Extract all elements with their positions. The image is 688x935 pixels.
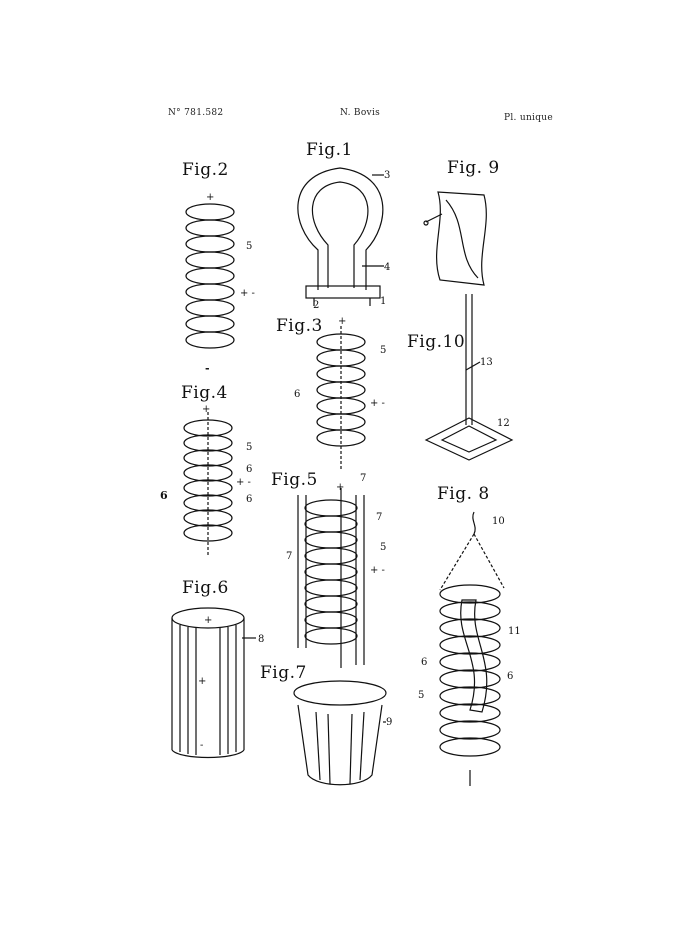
coil-turn <box>304 563 358 581</box>
fig10-ref-13: 13 <box>480 357 493 368</box>
fig10-ref-12: 12 <box>497 418 510 429</box>
fig1-ref-4: 4 <box>384 262 391 273</box>
fig10-title: Fig.10 <box>407 332 466 352</box>
fig8-ref-10: 10 <box>492 516 505 527</box>
coil-turn <box>183 464 233 482</box>
fig1-horseshoe-magnet <box>297 167 384 306</box>
coil-turn <box>439 652 501 672</box>
fig6-title: Fig.6 <box>182 578 229 598</box>
fig5-ref-7b: 7 <box>376 512 383 523</box>
coil-turn <box>304 611 358 629</box>
coil-turn <box>439 703 501 723</box>
coil-turn <box>185 203 235 221</box>
coil-turn <box>183 479 233 497</box>
coil-turn <box>304 579 358 597</box>
fig3-ref-6: 6 <box>294 389 301 400</box>
fig6-plus-top: + <box>204 615 213 626</box>
coil-turn <box>304 515 358 533</box>
fig5-ref-5: 5 <box>380 542 387 553</box>
fig5-coil-in-tube <box>297 488 365 668</box>
coil-turn <box>439 601 501 621</box>
coil-turn <box>439 635 501 655</box>
fig3-title: Fig.3 <box>276 316 323 336</box>
fig2-minus: - <box>205 362 210 375</box>
fig5-plus: + <box>336 482 345 493</box>
fig8-title: Fig. 8 <box>437 484 490 504</box>
plate-label: Pl. unique <box>504 113 554 123</box>
coil-turn <box>439 584 501 604</box>
fig8-ref-6a: 6 <box>421 657 428 668</box>
fig5-plusminus: + - <box>370 565 385 576</box>
coil-turn <box>185 235 235 253</box>
fig4-ref-6c: 6 <box>246 494 253 505</box>
fig7-title: Fig.7 <box>260 663 307 683</box>
coil-turn <box>316 429 366 447</box>
fig1-title: Fig.1 <box>306 140 353 160</box>
fig1-ref-2: 2 <box>313 300 320 311</box>
fig1-ref-3: 3 <box>384 170 391 181</box>
coil-turn <box>185 267 235 285</box>
fig8-ref-11: 11 <box>508 626 521 637</box>
fig4-coil-with-rod <box>183 412 233 555</box>
fig6-ref-8: 8 <box>258 634 265 645</box>
patent-number: N° 781.582 <box>168 108 224 118</box>
fig5-title: Fig.5 <box>271 470 318 490</box>
fig7-cup <box>293 680 387 786</box>
fig2-spiral-coil <box>185 203 235 349</box>
fig2-plus: + <box>206 192 215 203</box>
coil-turn <box>185 331 235 349</box>
fig8-coil-assembly <box>439 511 505 786</box>
fig6-plus-mid: + <box>198 676 207 687</box>
fig5-ref-7c: 7 <box>286 551 293 562</box>
fig6-minus: - <box>200 740 204 751</box>
fig4-ref-6a: 6 <box>246 464 253 475</box>
fig4-plusminus: + - <box>236 477 251 488</box>
coil-turn <box>439 737 501 757</box>
fig7-ref-9: 9 <box>386 717 393 728</box>
fig2-title: Fig.2 <box>182 160 229 180</box>
coil-turn <box>439 618 501 638</box>
fig10-rod-on-base <box>424 294 514 461</box>
coil-turn <box>185 219 235 237</box>
coil-turn <box>304 499 358 517</box>
coil-turn <box>304 547 358 565</box>
fig3-ref-5: 5 <box>380 345 387 356</box>
fig3-coil-with-axis <box>316 326 366 470</box>
coil-turn <box>304 595 358 613</box>
fig4-ref-5: 5 <box>246 442 253 453</box>
coil-turn <box>185 299 235 317</box>
fig2-ref-5: 5 <box>246 241 253 252</box>
fig4-plus: + <box>202 404 211 415</box>
fig4-title: Fig.4 <box>181 383 228 403</box>
author-name: N. Bovis <box>340 108 381 118</box>
fig9-twisted-ribbon <box>423 191 487 286</box>
coil-turn <box>304 627 358 645</box>
coil-turn <box>183 524 233 542</box>
fig4-ref-6b: 6 <box>160 489 168 502</box>
coil-turn <box>183 419 233 437</box>
coil-turn <box>316 381 366 399</box>
coil-turn <box>185 251 235 269</box>
coil-turn <box>183 449 233 467</box>
fig5-ref-7a: 7 <box>360 473 367 484</box>
fig6-cylinder <box>171 607 256 759</box>
coil-turn <box>439 686 501 706</box>
fig1-ref-1: 1 <box>380 296 387 307</box>
coil-turn <box>304 531 358 549</box>
coil-turn <box>183 494 233 512</box>
coil-turn <box>439 720 501 740</box>
fig3-plus: + <box>338 316 347 327</box>
coil-turn <box>185 283 235 301</box>
fig9-title: Fig. 9 <box>447 158 500 178</box>
fig2-plusminus: + - <box>240 288 255 299</box>
fig8-ref-6b: 6 <box>507 671 514 682</box>
coil-turn <box>185 315 235 333</box>
coil-turn <box>183 509 233 527</box>
coil-turn <box>439 669 501 689</box>
fig8-ref-5: 5 <box>418 690 425 701</box>
fig3-plusminus: + - <box>370 398 385 409</box>
coil-turn <box>183 434 233 452</box>
